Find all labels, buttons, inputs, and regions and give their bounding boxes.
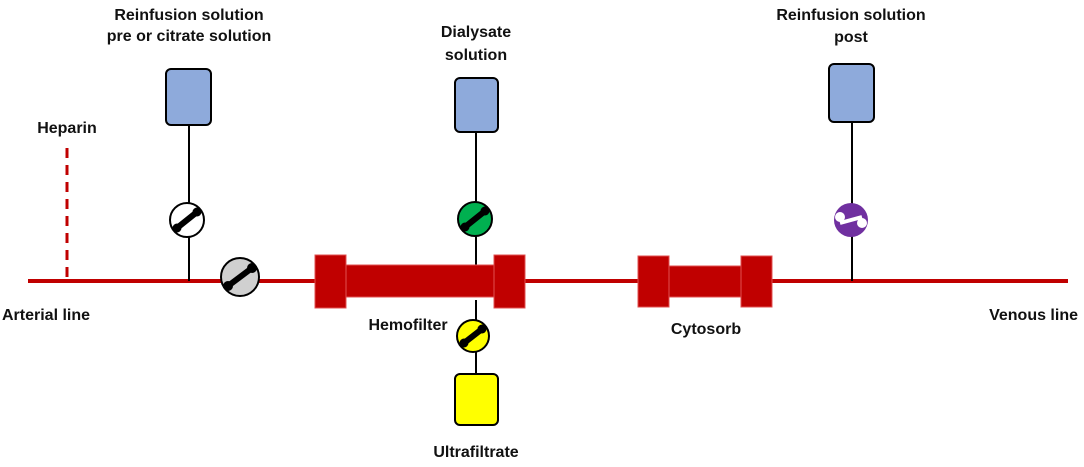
- hemofilter-icon: [314, 254, 526, 309]
- dialysate-label-line1: Dialysate: [441, 24, 511, 41]
- arterial-line-label: Arterial line: [2, 307, 90, 324]
- ultrafiltrate-label: Ultrafiltrate: [433, 444, 518, 461]
- dialysate-pump-icon: [457, 201, 493, 237]
- cytosorb-icon: [637, 255, 773, 308]
- reinfusion-post-pump-icon: [834, 203, 868, 237]
- reinfusion-pre-pump-icon: [169, 202, 205, 238]
- blood-pump-icon: [220, 257, 260, 297]
- reinfusion-post-bag-icon: [828, 63, 875, 123]
- ultrafiltrate-pump-icon: [456, 319, 490, 353]
- ultrafiltrate-bag-icon: [454, 373, 499, 426]
- cytosorb-label: Cytosorb: [671, 321, 741, 338]
- dialysate-bag-icon: [454, 77, 499, 133]
- reinfusion-post-label-line2: post: [834, 29, 868, 46]
- hemofilter-label: Hemofilter: [368, 317, 447, 334]
- reinfusion-pre-label-line1: Reinfusion solution: [114, 7, 263, 24]
- reinfusion-post-label-line1: Reinfusion solution: [776, 7, 925, 24]
- reinfusion-pre-bag-icon: [165, 68, 212, 126]
- dialysate-label-line2: solution: [445, 47, 507, 64]
- venous-line-label: Venous line: [989, 307, 1078, 324]
- heparin-label: Heparin: [37, 120, 97, 137]
- reinfusion-pre-label-line2: pre or citrate solution: [107, 28, 271, 45]
